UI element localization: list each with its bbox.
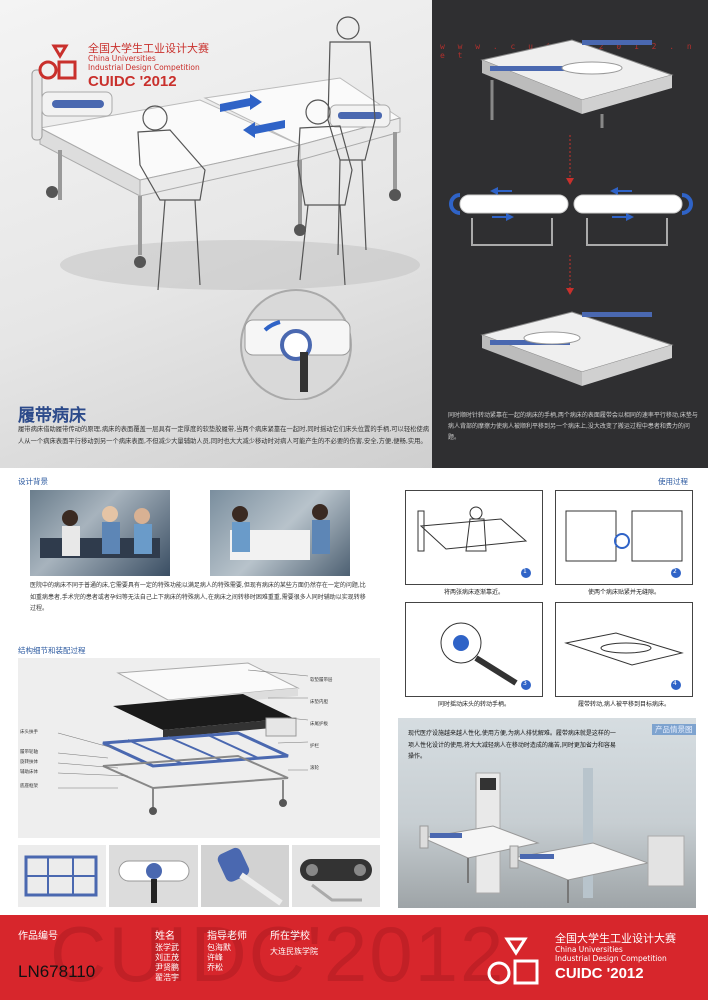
section-heading-structure: 结构细节和装配过程 <box>18 646 86 655</box>
detail-track-icon <box>291 845 380 907</box>
bed-illustration-right <box>203 77 402 236</box>
structure-labels-left: 床头扶手 履带轮轴 旋转扶体 辅助床体 底座框架 <box>20 730 38 789</box>
advisor-label: 指导老师 <box>207 931 247 942</box>
detail-strip <box>18 845 380 907</box>
step-number-2: 2 <box>673 568 677 575</box>
beds-render-bottom <box>480 311 674 386</box>
name-list: 张学武刘正茂 尹贤鹏翟浩宇 <box>155 943 179 982</box>
footer-watermark: CUIDC'2012 <box>50 915 506 998</box>
usage-caption-3: 同时摇动床头的转动手柄。 <box>437 701 510 708</box>
usage-caption-4: 履带转动,病人被平移到目标病床。 <box>578 701 670 708</box>
hospital-photo-2 <box>210 490 350 576</box>
footer-brand-code: CUIDC '2012 <box>555 965 644 982</box>
section-heading-usage: 使用过程 <box>658 477 688 486</box>
product-description: 履带病床借助履带传动的原理,病床的表面覆盖一层具有一定厚度的软垫胶履带,当两个病… <box>18 426 430 445</box>
nurse-figures <box>137 16 376 291</box>
section-heading-scene: 产品情景图 <box>652 724 696 735</box>
brand-code: CUIDC '2012 <box>88 73 177 90</box>
footer-logo-icon <box>487 933 547 997</box>
usage-caption-2: 使两个病床贴紧并无缝隙。 <box>587 589 660 596</box>
background-text: 医院中的病床不同于普通的床,它需要具有一定的特殊功能以满足病人的特殊需要,但现有… <box>30 582 366 612</box>
footer-brand-cn: 全国大学生工业设计大赛 <box>555 932 676 945</box>
structure-labels-right: 软垫履带层 床垫内胆 床尾护板 护栏 滚轮 <box>310 678 333 771</box>
detail-handle-icon <box>200 845 289 907</box>
name-label: 姓名 <box>155 931 175 942</box>
scene-render: 产品情景图 现代医疗设施越来越人性化,使用方便,为病人排忧解难。履带病床就是这样… <box>398 718 696 908</box>
advisor-list: 包海默许峰 乔松 <box>207 943 231 972</box>
work-no: LN678110 <box>18 962 96 981</box>
transfer-arrows <box>220 94 285 138</box>
process-panel: w w w . c u i d c 2 0 1 2 . n e t <box>432 0 708 468</box>
detail-roller-icon <box>109 845 198 907</box>
usage-step-3: 3 <box>405 602 543 697</box>
process-description: 同时顺时针转动紧靠在一起的病床的手柄,两个病床的表面履带会以相同的速率平行移动,… <box>448 412 698 441</box>
section-heading-background: 设计背景 <box>18 477 48 486</box>
usage-caption-1: 将两张病床逐渐靠近。 <box>443 589 504 596</box>
scene-bed-left <box>419 825 540 883</box>
detail-frame-icon <box>18 845 107 907</box>
school-name: 大连民族学院 <box>270 947 318 956</box>
hero-render <box>31 16 420 400</box>
usage-step-2: 2 <box>555 490 693 585</box>
track-detail-inset <box>240 289 352 400</box>
step-number-4: 4 <box>673 680 677 687</box>
work-no-label: 作品编号 <box>18 931 58 942</box>
step-number-1: 1 <box>523 568 527 575</box>
usage-step-1: 1 <box>405 490 543 585</box>
brand-logo-icon <box>38 42 86 90</box>
beds-render-top <box>480 39 674 128</box>
hospital-photo-1 <box>30 490 170 576</box>
footer-bar: CUIDC'2012 作品编号 LN678110 姓名 张学武刘正茂 尹贤鹏翟浩… <box>0 915 708 1000</box>
usage-steps: 1 2 将两张病床逐渐靠近。 使两个病床贴紧并无缝隙。 3 4 同时摇动床头的转… <box>405 490 695 712</box>
usage-step-4: 4 <box>555 602 693 697</box>
bed-illustration-left <box>31 69 302 268</box>
school-label: 所在学校 <box>270 931 310 942</box>
exploded-view: 床头扶手 履带轮轴 旋转扶体 辅助床体 底座框架 软垫履带层 床垫内胆 床尾护板… <box>18 658 380 838</box>
track-side-view <box>449 187 693 246</box>
scene-bed-right <box>509 842 650 903</box>
product-title: 履带病床 <box>18 406 86 426</box>
step-number-3: 3 <box>523 680 527 687</box>
scene-text: 现代医疗设施越来越人性化,使用方便,为病人排忧解难。履带病床就是这样的一项人性化… <box>408 730 616 760</box>
process-illustration <box>449 39 693 386</box>
brand-name-cn: 全国大学生工业设计大赛 <box>88 42 209 55</box>
